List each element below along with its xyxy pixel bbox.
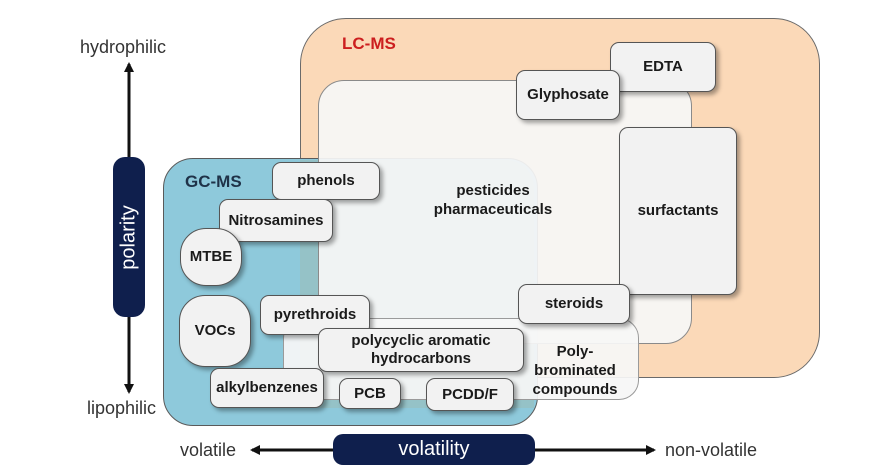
non-volatile-label: non-volatile bbox=[665, 440, 758, 460]
vocs-box: VOCs bbox=[179, 295, 251, 367]
pah-line-1: polycyclic aromatic bbox=[351, 332, 491, 349]
pcb-box: PCB bbox=[339, 378, 401, 409]
steroids-box: steroids bbox=[518, 284, 630, 324]
polarity-axis-pill: polarity bbox=[113, 157, 145, 317]
lc-ms-title: LC-MS bbox=[342, 34, 396, 53]
pah-box: polycyclic aromatic hydrocarbons bbox=[318, 328, 524, 372]
pharmaceuticals-label: pharmaceuticals bbox=[433, 200, 553, 218]
pesticides-pharmaceuticals-label: pesticides pharmaceuticals bbox=[412, 182, 574, 220]
mtbe-box: MTBE bbox=[180, 228, 242, 286]
gc-ms-title: GC-MS bbox=[185, 172, 242, 191]
phenols-box: phenols bbox=[272, 162, 380, 200]
polarity-title: polarity bbox=[117, 204, 140, 270]
pcdd-box: PCDD/F bbox=[426, 378, 514, 411]
polybrominated-line-2: brominated bbox=[534, 361, 616, 379]
polybrominated-line-3: compounds bbox=[532, 380, 618, 398]
volatile-label: volatile bbox=[180, 440, 237, 460]
lipophilic-label: lipophilic bbox=[87, 398, 157, 418]
hydrophilic-label: hydrophilic bbox=[80, 37, 167, 57]
volatility-title: volatility bbox=[398, 438, 470, 460]
volatility-axis-pill: volatility bbox=[333, 434, 535, 465]
nitrosamines-box: Nitrosamines bbox=[219, 199, 333, 242]
polybrominated-label: Poly- brominated compounds bbox=[520, 343, 630, 399]
alkylbenzenes-box: alkylbenzenes bbox=[210, 368, 324, 408]
polybrominated-line-1: Poly- bbox=[556, 343, 594, 360]
surfactants-box: surfactants bbox=[619, 127, 737, 295]
pesticides-label: pesticides bbox=[456, 182, 530, 199]
edta-box: EDTA bbox=[610, 42, 716, 92]
pah-line-2: hydrocarbons bbox=[370, 350, 471, 367]
glyphosate-box: Glyphosate bbox=[516, 70, 620, 120]
